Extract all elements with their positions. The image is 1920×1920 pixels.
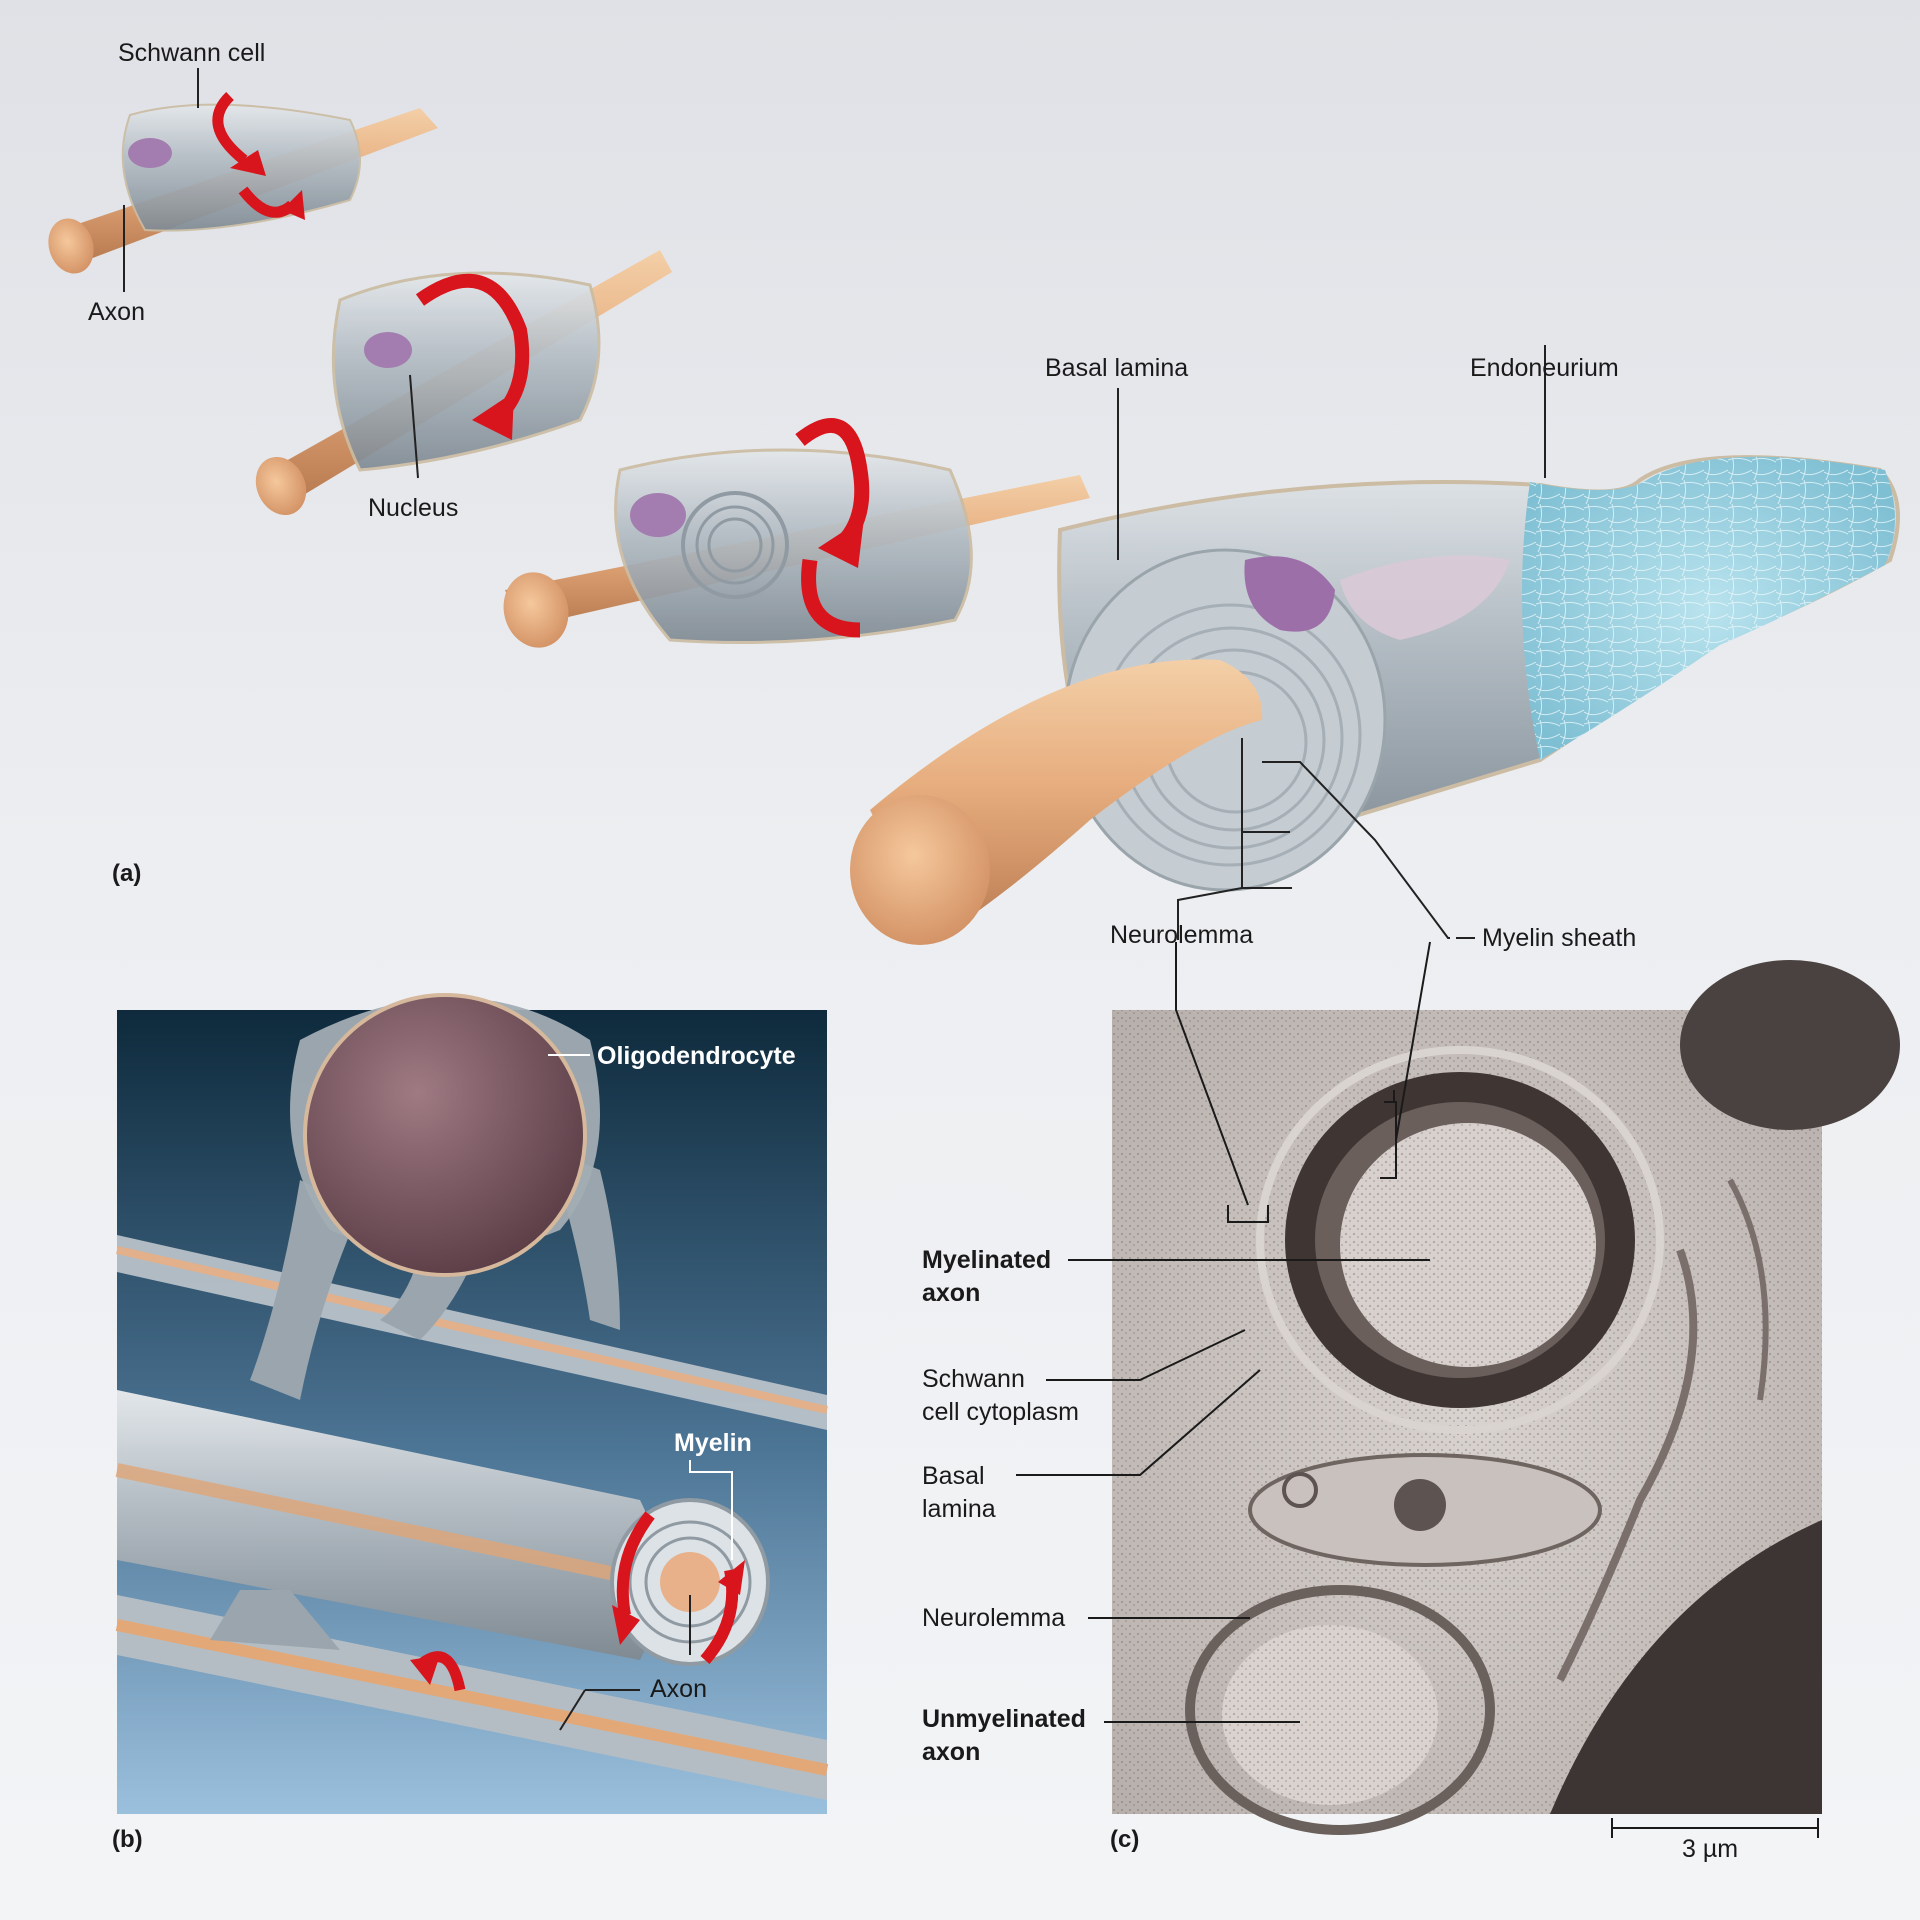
label-neurolemma-a: Neurolemma	[1110, 921, 1254, 949]
label-oligodendrocyte: Oligodendrocyte	[597, 1042, 796, 1070]
panel-a-illustration	[48, 92, 1900, 945]
label-schwann-cell: Schwann cell	[118, 39, 266, 67]
label-unmyelinated-axon-line1: Unmyelinated	[922, 1705, 1086, 1733]
leader-axon-b-2	[559, 1689, 640, 1731]
schwann-stage-4-large	[850, 455, 1900, 945]
leader-neurolemma-c	[1175, 942, 1249, 1206]
panel-b-dark-leaders	[559, 1595, 691, 1731]
panel-c-tag: (c)	[1110, 1826, 1140, 1853]
leader-myelin-sheath-a	[1262, 761, 1450, 939]
label-axon-a: Axon	[88, 298, 145, 326]
label-endoneurium: Endoneurium	[1470, 354, 1619, 382]
label-myelinated-axon-line1: Myelinated	[922, 1246, 1052, 1274]
leader-neurolemma-a	[1177, 887, 1243, 912]
leader-schwann-cytoplasm	[1046, 1329, 1246, 1381]
label-basal-lamina: Basal lamina	[1045, 354, 1189, 382]
label-myelin-sheath: Myelin sheath	[1482, 924, 1637, 952]
panel-c-micrograph	[1112, 960, 1900, 1835]
myelin-bracket	[689, 1460, 733, 1560]
panel-a-tag: (a)	[112, 860, 142, 887]
label-schwann-cytoplasm-line2: cell cytoplasm	[922, 1398, 1079, 1426]
schwann-stage-3	[503, 418, 1090, 648]
leader-nucleus	[409, 374, 419, 479]
schwann-stage-1	[48, 92, 438, 274]
label-basal-lamina-line1: Basal	[922, 1462, 985, 1490]
panel-b-illustration	[115, 993, 829, 1814]
label-basal-lamina-line2: lamina	[922, 1495, 996, 1523]
panel-b-leader-lines	[548, 1054, 733, 1560]
panel-c-leader-lines	[1016, 941, 1819, 1838]
neurolemma-bracket-c	[1227, 1205, 1269, 1223]
label-neurolemma-c: Neurolemma	[922, 1604, 1066, 1632]
leader-basal-lamina-c	[1016, 1369, 1261, 1476]
scale-bar-label: 3 µm	[1682, 1835, 1739, 1863]
label-unmyelinated-axon-line2: axon	[922, 1738, 981, 1766]
scale-bar-line	[1611, 1818, 1819, 1838]
schwann-stage-2	[255, 250, 672, 516]
label-myelinated-axon-line2: axon	[922, 1279, 981, 1307]
panel-a-leader-lines	[123, 68, 1546, 940]
leader-myelin-sheath-c	[1395, 941, 1431, 1141]
label-nucleus: Nucleus	[368, 494, 459, 522]
label-axon-b: Axon	[650, 1675, 707, 1703]
label-myelin: Myelin	[674, 1429, 752, 1457]
label-schwann-cytoplasm-line1: Schwann	[922, 1365, 1025, 1393]
panel-b-tag: (b)	[112, 1826, 143, 1853]
